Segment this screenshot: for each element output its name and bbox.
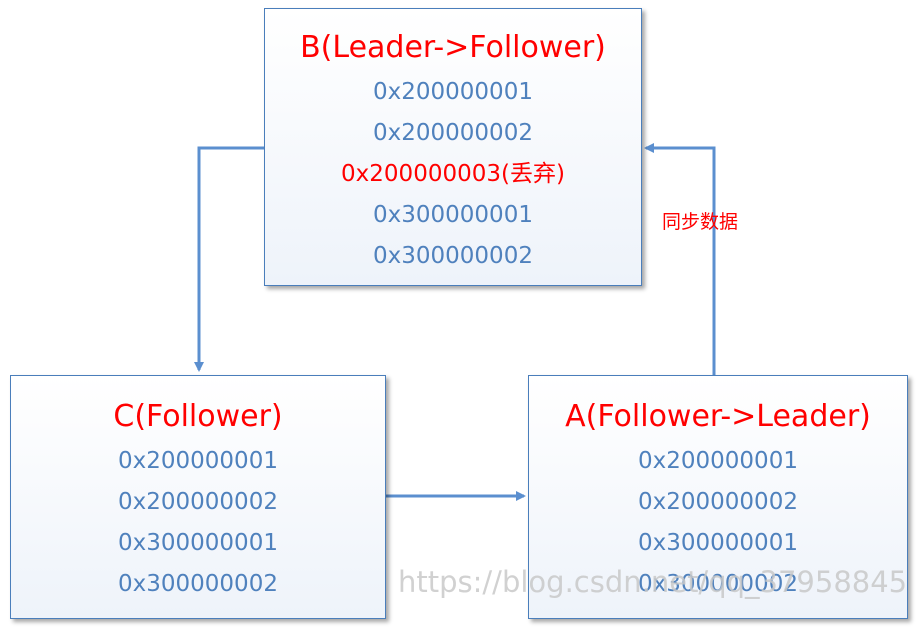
zxid-item: 0x200000002 — [638, 489, 798, 515]
zxid-item: 0x200000002 — [373, 120, 533, 146]
zxid-item: 0x300000002 — [118, 571, 278, 597]
zxid-item: 0x200000001 — [118, 448, 278, 474]
node-c-title: C(Follower) — [113, 399, 283, 434]
node-b-leader-to-follower: B(Leader->Follower) 0x200000001 0x200000… — [264, 8, 642, 286]
node-b-title: B(Leader->Follower) — [300, 30, 606, 65]
zxid-item: 0x300000001 — [638, 530, 798, 556]
zxid-item: 0x200000001 — [638, 448, 798, 474]
zxid-item: 0x300000002 — [373, 243, 533, 269]
zxid-item: 0x200000002 — [118, 489, 278, 515]
node-a-follower-to-leader: A(Follower->Leader) 0x200000001 0x200000… — [528, 375, 908, 619]
zxid-item: 0x300000001 — [373, 202, 533, 228]
zxid-item: 0x300000002 — [638, 571, 798, 597]
node-c-follower: C(Follower) 0x200000001 0x200000002 0x30… — [10, 375, 386, 619]
sync-data-label: 同步数据 — [662, 211, 739, 233]
node-a-title: A(Follower->Leader) — [565, 399, 871, 434]
arrow-b-to-c — [194, 146, 264, 372]
zxid-item: 0x300000001 — [118, 530, 278, 556]
zxid-item-discarded: 0x200000003(丢弃) — [341, 161, 565, 187]
arrow-a-to-b-sync — [644, 143, 716, 375]
watermark: https://blog.csdn.net/qq_37958845 — [398, 565, 908, 599]
zxid-item: 0x200000001 — [373, 79, 533, 105]
